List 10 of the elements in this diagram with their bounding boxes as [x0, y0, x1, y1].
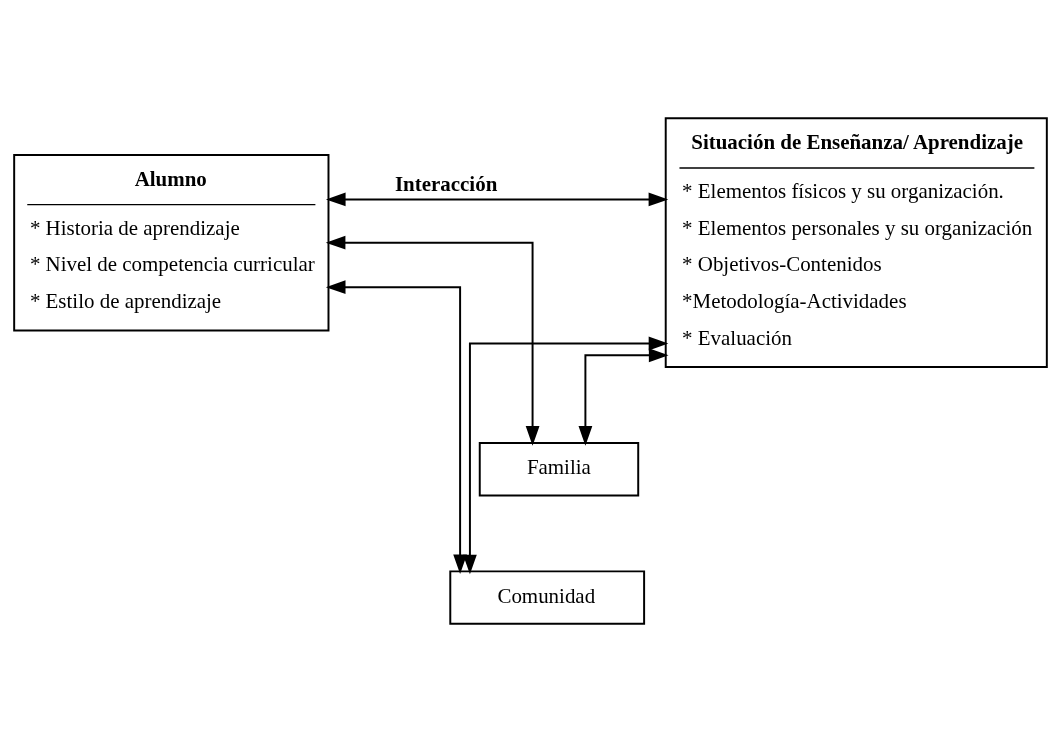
arrow — [578, 348, 669, 446]
node-box: Familia — [478, 442, 640, 497]
node-box: Situación de Enseñanza/ Aprendizaje * Elementos físicos y su organización. * Elementos personales y su organización * Objetivos-Contenidos *Metodología-Actividades * Evaluación — [664, 117, 1048, 369]
arrow — [325, 280, 467, 575]
edge-label: Interacción — [394, 172, 498, 197]
arrow — [325, 192, 669, 207]
node-box: Comunidad — [449, 570, 646, 625]
arrow — [463, 336, 669, 575]
arrow — [325, 235, 540, 446]
node-box: Alumno * Historia de aprendizaje * Nivel de competencia curricular * Estilo de aprendizaje — [13, 153, 330, 332]
